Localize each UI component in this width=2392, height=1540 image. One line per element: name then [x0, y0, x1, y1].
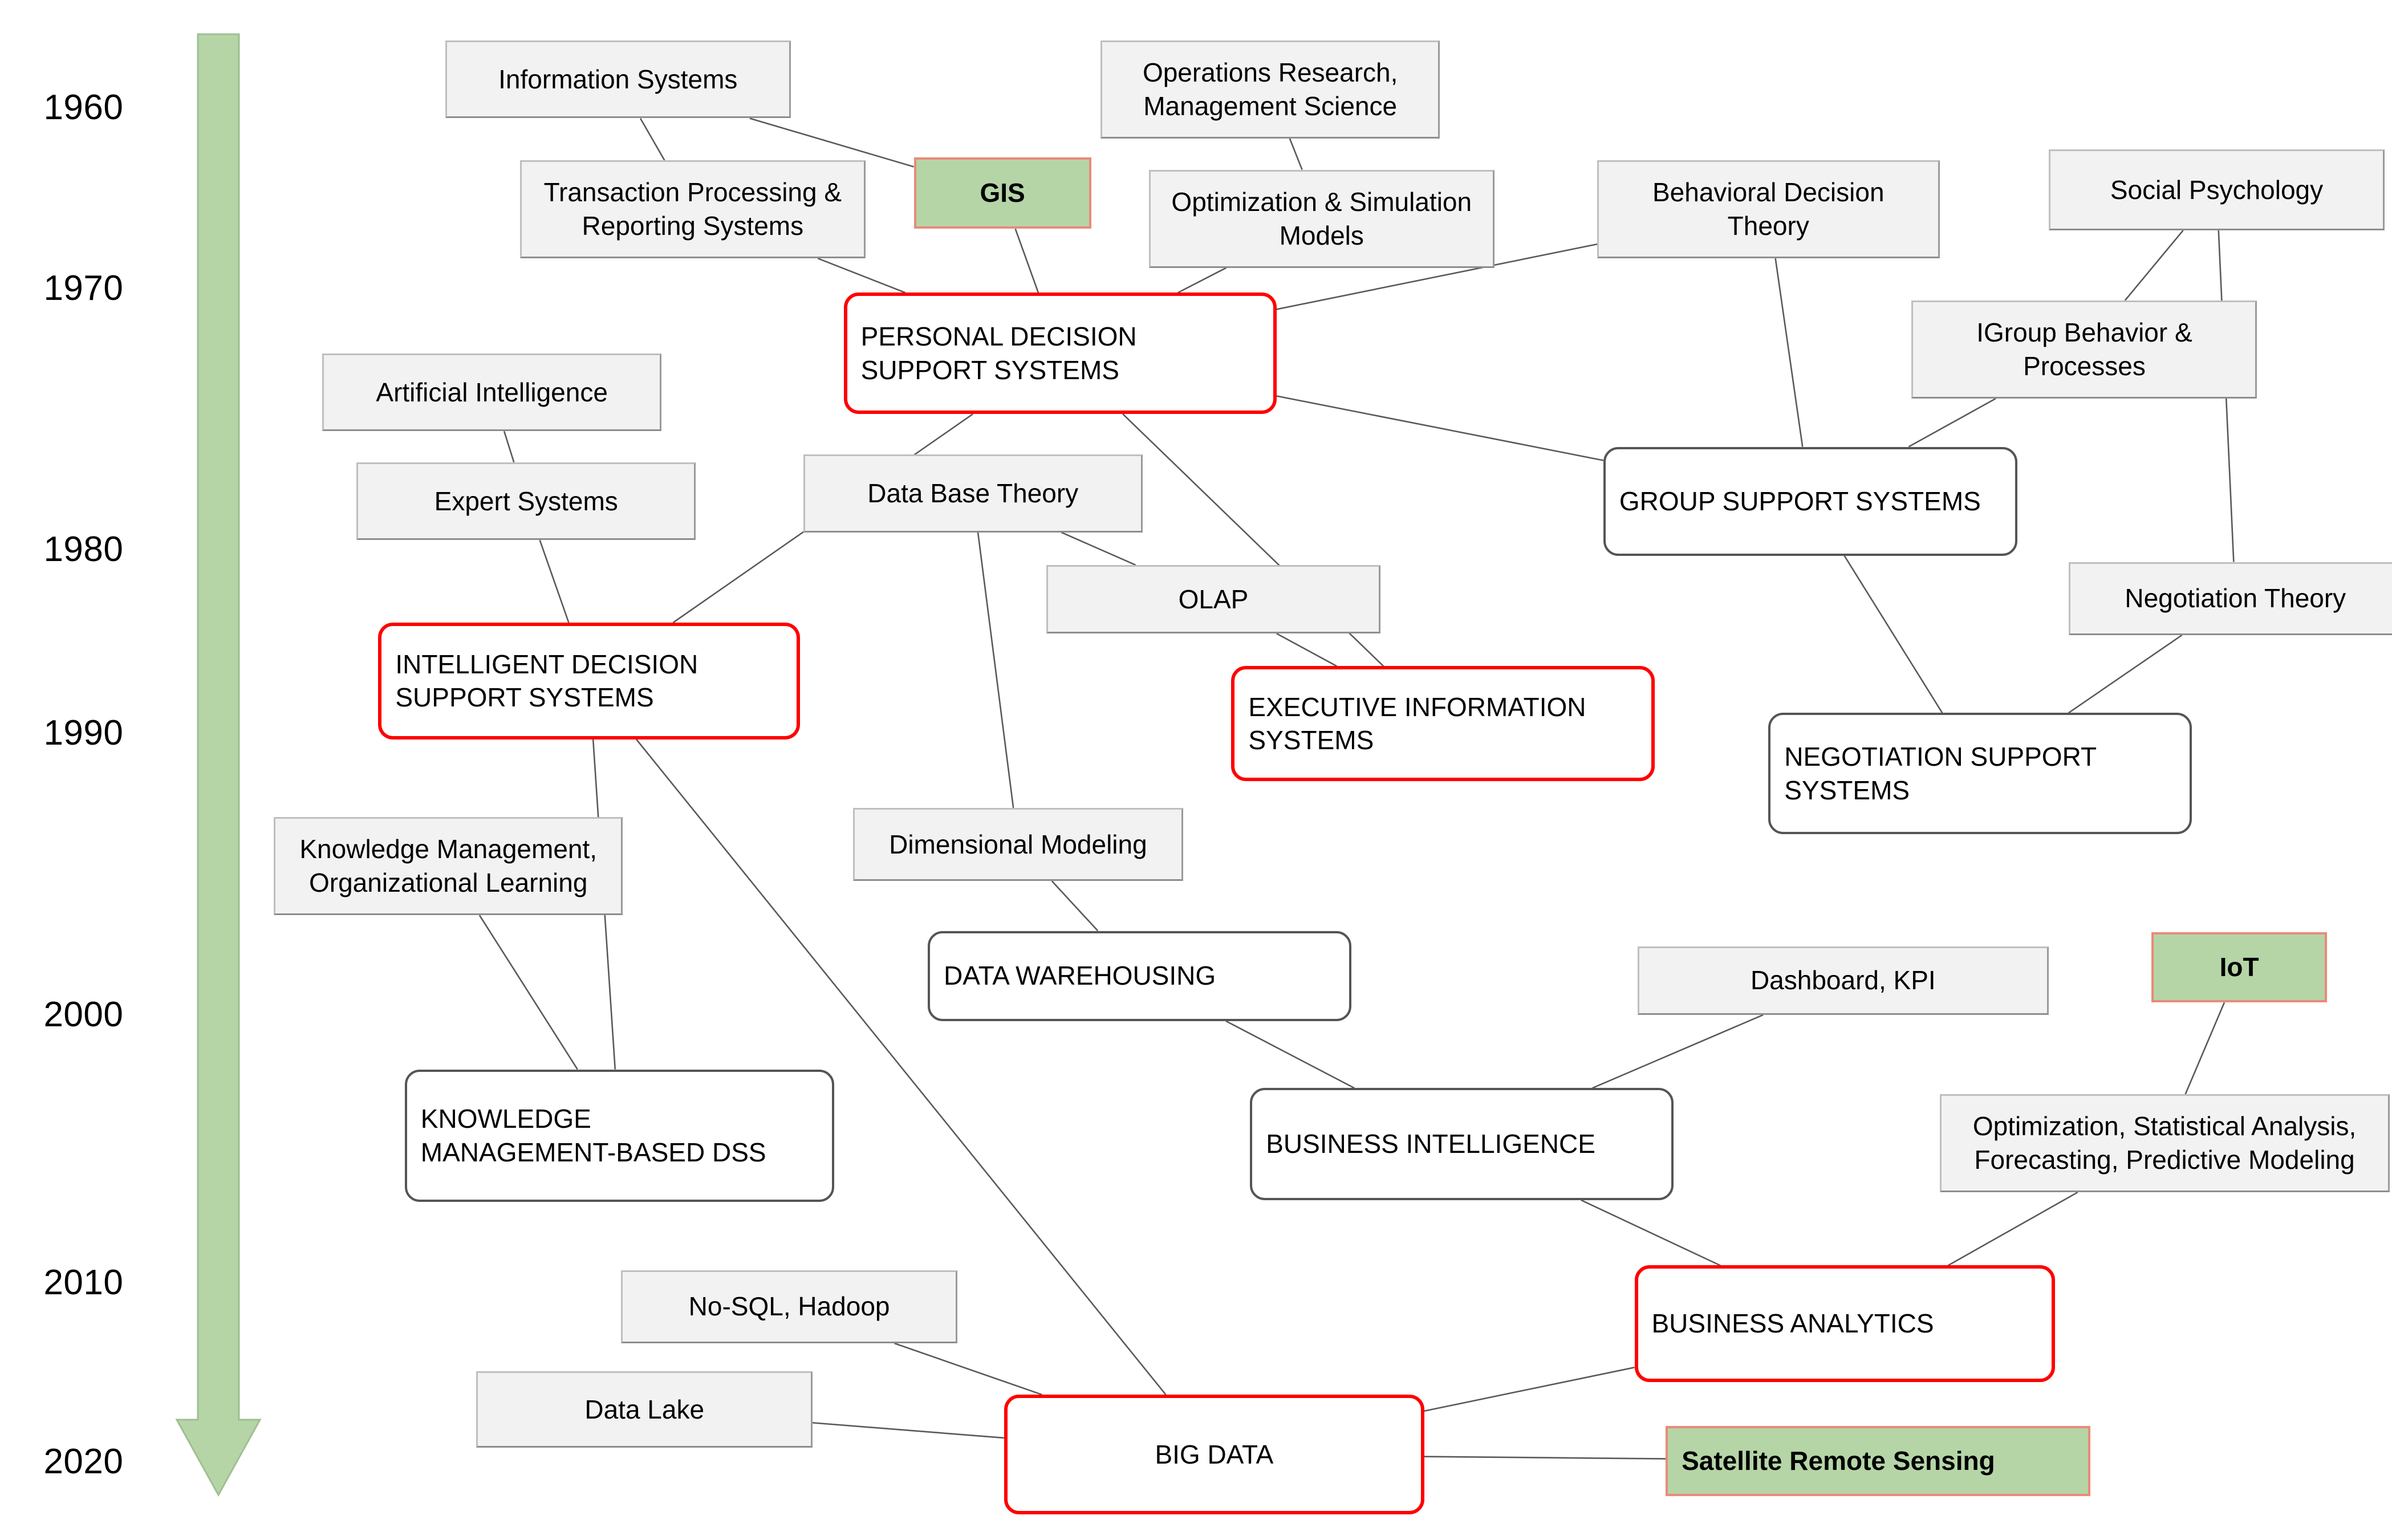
year-label-2000: 2000 — [43, 995, 124, 1035]
node-label: Optimization, Statistical Analysis,Forec… — [1972, 1111, 2357, 1175]
node-group-support-systems[interactable]: GROUP SUPPORT SYSTEMS — [1603, 446, 2018, 556]
node-label: No-SQL, Hadoop — [688, 1291, 890, 1322]
node-big-data[interactable]: BIG DATA — [1004, 1395, 1424, 1515]
node-data-base-theory[interactable]: Data Base Theory — [803, 454, 1143, 533]
node-label: Dimensional Modeling — [889, 829, 1147, 859]
node-label: BUSINESS INTELLIGENCE — [1266, 1129, 1595, 1159]
node-label: Negotiation Theory — [2125, 583, 2346, 613]
node-label: IoT — [2219, 952, 2259, 982]
node-label: Data Lake — [584, 1394, 705, 1424]
node-label: Expert Systems — [434, 486, 618, 516]
node-label: Dashboard, KPI — [1750, 965, 1936, 995]
node-information-systems[interactable]: Information Systems — [445, 40, 791, 119]
node-label: OLAP — [1178, 584, 1249, 614]
node-iot[interactable]: IoT — [2151, 932, 2328, 1003]
node-business-intelligence[interactable]: BUSINESS INTELLIGENCE — [1250, 1088, 1674, 1200]
node-label: Data Base Theory — [867, 478, 1079, 508]
node-igroup-behavior[interactable]: IGroup Behavior &Processes — [1911, 300, 2257, 399]
node-data-warehousing[interactable]: DATA WAREHOUSING — [928, 930, 1351, 1021]
node-knowledge-management[interactable]: Knowledge Management,Organizational Lear… — [274, 817, 623, 916]
node-label: Transaction Processing &Reporting System… — [543, 177, 842, 241]
node-nosql-hadoop[interactable]: No-SQL, Hadoop — [621, 1270, 957, 1343]
year-label-1990: 1990 — [43, 713, 124, 753]
node-label: GROUP SUPPORT SYSTEMS — [1619, 486, 1981, 516]
node-olap[interactable]: OLAP — [1046, 564, 1381, 634]
node-satellite-remote-sensing[interactable]: Satellite Remote Sensing — [1666, 1425, 2091, 1496]
node-gis[interactable]: GIS — [913, 157, 1091, 229]
node-label: Satellite Remote Sensing — [1682, 1445, 1995, 1476]
year-label-2010: 2010 — [43, 1263, 124, 1303]
node-business-analytics[interactable]: BUSINESS ANALYTICS — [1634, 1265, 2055, 1383]
node-label: Information Systems — [498, 64, 738, 94]
node-label: Artificial Intelligence — [376, 377, 608, 407]
node-dimensional-modeling[interactable]: Dimensional Modeling — [853, 807, 1183, 881]
node-label: IGroup Behavior &Processes — [1976, 317, 2192, 381]
node-negotiation-theory[interactable]: Negotiation Theory — [2069, 562, 2392, 635]
node-social-psychology[interactable]: Social Psychology — [2048, 149, 2385, 231]
node-transaction-processing[interactable]: Transaction Processing &Reporting System… — [519, 160, 866, 259]
node-label: BUSINESS ANALYTICS — [1651, 1309, 1934, 1339]
node-label: BIG DATA — [1155, 1439, 1274, 1469]
year-label-2020: 2020 — [43, 1441, 124, 1481]
node-expert-systems[interactable]: Expert Systems — [356, 462, 696, 541]
node-dashboard-kpi[interactable]: Dashboard, KPI — [1637, 946, 2049, 1015]
node-label: Social Psychology — [2110, 174, 2324, 205]
year-label-1960: 1960 — [43, 87, 124, 127]
node-label: Operations Research,Management Science — [1142, 58, 1398, 121]
node-artificial-intelligence[interactable]: Artificial Intelligence — [322, 353, 662, 432]
node-label: DATA WAREHOUSING — [944, 961, 1216, 991]
node-operations-research[interactable]: Operations Research,Management Science — [1100, 40, 1440, 139]
node-label: GIS — [980, 178, 1025, 208]
node-optimization-statistical[interactable]: Optimization, Statistical Analysis,Forec… — [1939, 1094, 2390, 1193]
year-label-1980: 1980 — [43, 530, 124, 570]
year-label-1970: 1970 — [43, 268, 124, 308]
node-label: Knowledge Management,Organizational Lear… — [299, 834, 598, 898]
node-data-lake[interactable]: Data Lake — [476, 1371, 813, 1448]
